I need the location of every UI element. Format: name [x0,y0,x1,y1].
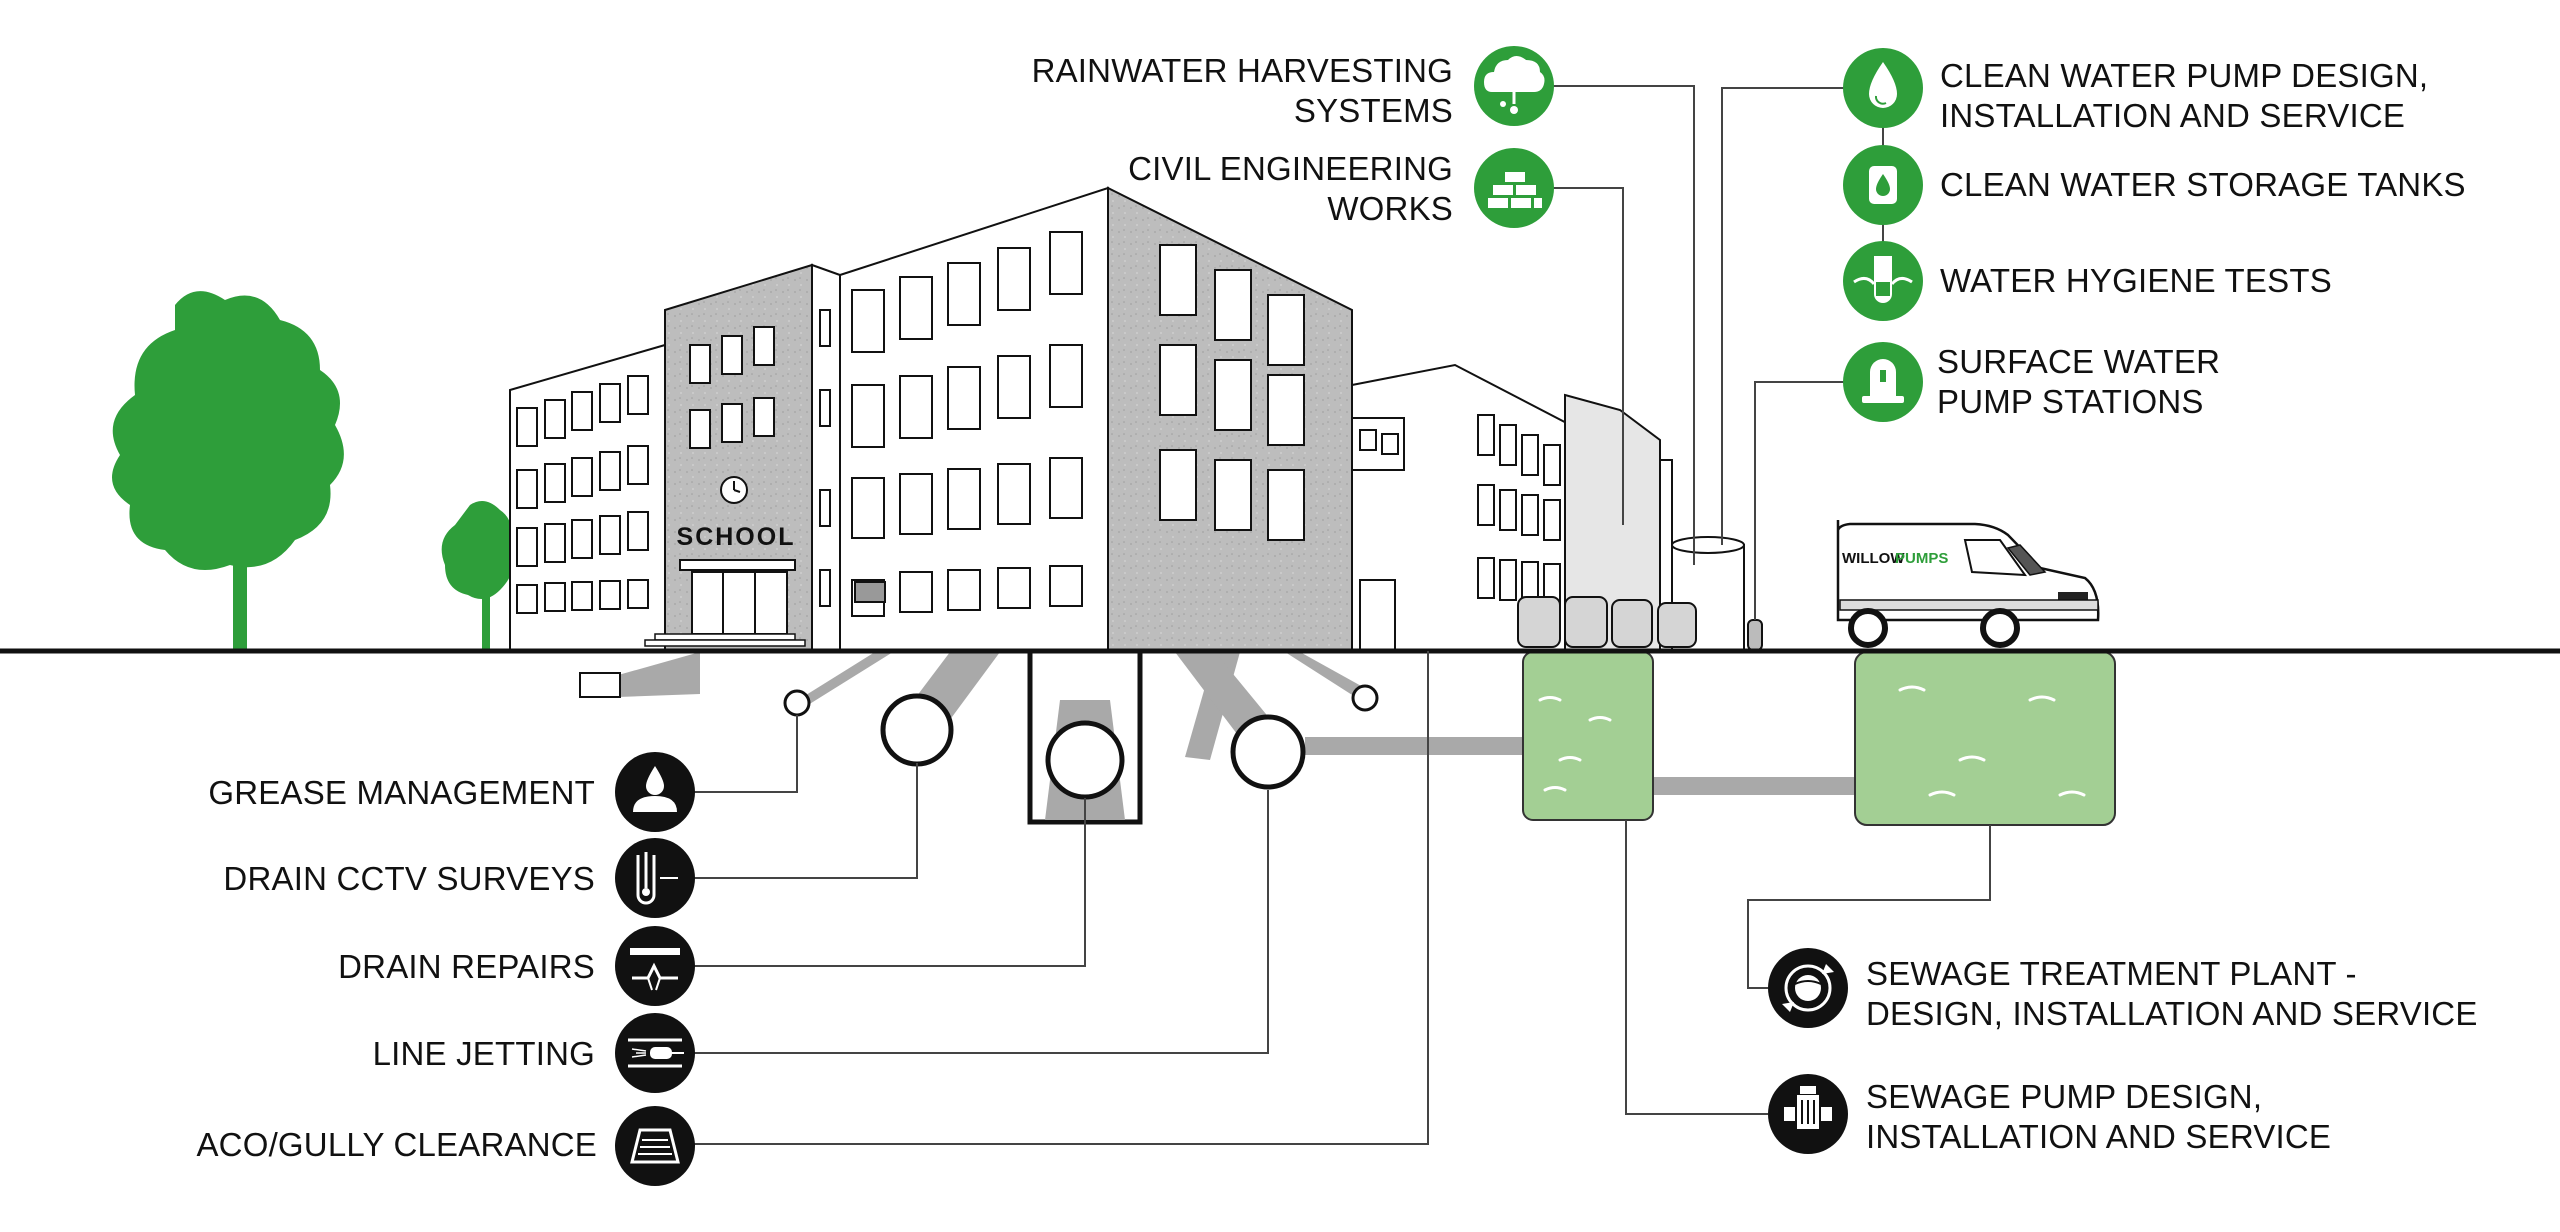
jetting-nozzle-icon [615,1013,695,1093]
service-repairs: DRAIN REPAIRS [338,926,695,1006]
clean-pump-label-2: INSTALLATION AND SERVICE [1940,97,2405,134]
pipe-ends [579,650,1379,825]
cctv-camera-icon [615,838,695,918]
willow-pumps-van: WILLOW PUMPS [1836,519,2100,648]
service-jetting: LINE JETTING [373,1013,695,1093]
rainwater-label-2: SYSTEMS [1294,92,1453,129]
service-clean-tanks: CLEAN WATER STORAGE TANKS [1843,145,2466,225]
gully-grate-icon [615,1106,695,1186]
pipe-repair-icon [615,926,695,1006]
van-brand-willow: WILLOW [1842,550,1905,567]
sewage-pump-label-1: SEWAGE PUMP DESIGN, [1866,1078,2262,1115]
civil-label-2: WORKS [1327,190,1453,227]
jetting-label: LINE JETTING [373,1035,595,1072]
surface-label-1: SURFACE WATER [1937,343,2220,380]
sewage-plant-label-2: DESIGN, INSTALLATION AND SERVICE [1866,995,2478,1032]
treatment-plant-tank [1854,651,2116,826]
service-sewage-pump: SEWAGE PUMP DESIGN, INSTALLATION AND SER… [1768,1074,2331,1155]
clean-tanks-label: CLEAN WATER STORAGE TANKS [1940,166,2466,203]
service-rainwater: RAINWATER HARVESTING SYSTEMS [1032,46,1554,129]
school-building: SCHOOL [509,186,1763,651]
repairs-label: DRAIN REPAIRS [338,948,595,985]
service-cctv: DRAIN CCTV SURVEYS [223,838,695,918]
water-drop-icon [1843,48,1923,128]
main-block-windows [851,231,1083,617]
service-gully: ACO/GULLY CLEARANCE [196,1106,695,1186]
cctv-label: DRAIN CCTV SURVEYS [223,860,595,897]
civil-label-1: CIVIL ENGINEERING [1128,150,1453,187]
sewage-plant-label-1: SEWAGE TREATMENT PLANT - [1866,955,2357,992]
pump-station-icon [1843,342,1923,422]
school-sign: SCHOOL [677,523,796,551]
service-clean-pump: CLEAN WATER PUMP DESIGN, INSTALLATION AN… [1843,48,2428,134]
service-civil: CIVIL ENGINEERING WORKS [1128,148,1554,228]
grease-drop-icon [615,752,695,832]
left-wing-windows [516,375,649,614]
concrete-block-windows [1159,244,1305,541]
surface-label-2: PUMP STATIONS [1937,383,2204,420]
entrance-windows [689,326,775,449]
pipe-between-tanks [1612,777,1867,795]
surface-pump-post [1747,619,1763,651]
bricks-icon [1474,148,1554,228]
van-brand-pumps: PUMPS [1895,550,1948,567]
sewage-pump-icon [1768,1074,1848,1154]
right-wing-windows [1477,414,1561,605]
entrance-doors [691,571,788,635]
pipe-to-tank [1305,737,1525,755]
storage-tank-icon [1843,145,1923,225]
rainwater-label-1: RAINWATER HARVESTING [1032,52,1453,89]
pipe-beam-right [1285,652,1372,700]
pipe-beam-grease [790,652,893,710]
pipe-beam-jetting [1175,652,1275,738]
sewage-tank [1522,651,1654,821]
treatment-cycle-icon [1768,948,1848,1028]
sewage-pump-label-2: INSTALLATION AND SERVICE [1866,1118,2331,1155]
service-grease: GREASE MANAGEMENT [208,752,695,832]
service-surface: SURFACE WATER PUMP STATIONS [1843,342,2220,422]
cloud-rain-icon [1474,46,1554,126]
gully-label: ACO/GULLY CLEARANCE [196,1126,597,1163]
hygiene-label: WATER HYGIENE TESTS [1940,262,2332,299]
grease-label: GREASE MANAGEMENT [208,774,595,811]
service-hygiene: WATER HYGIENE TESTS [1843,241,2332,321]
clean-pump-label-1: CLEAN WATER PUMP DESIGN, [1940,57,2428,94]
rainwater-tanks [1517,596,1697,648]
service-sewage-plant: SEWAGE TREATMENT PLANT - DESIGN, INSTALL… [1768,948,2478,1032]
test-tube-icon [1843,241,1923,321]
tree-large [112,291,344,653]
underground-pipes [590,652,1867,820]
tree-small [441,501,515,653]
